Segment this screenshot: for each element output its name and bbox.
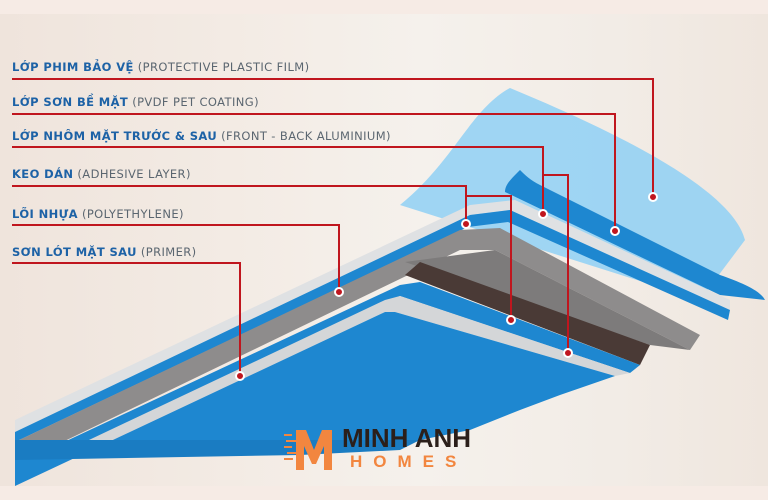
leader-adhesive bbox=[12, 185, 467, 223]
leader-coating bbox=[12, 113, 616, 230]
label-en: (POLYETHYLENE) bbox=[81, 207, 184, 221]
brand-logo: MINH ANH HOMES bbox=[284, 424, 524, 480]
label-pvdf-coating: LỚP SƠN BỀ MẶT(PVDF PET COATING) bbox=[12, 95, 259, 109]
bottom-band bbox=[0, 486, 768, 500]
label-vn: LỚP NHÔM MẶT TRƯỚC & SAU bbox=[12, 129, 218, 143]
label-vn: SƠN LÓT MẶT SAU bbox=[12, 245, 137, 259]
label-vn: LỚP PHIM BẢO VỆ bbox=[12, 60, 134, 74]
label-aluminium: LỚP NHÔM MẶT TRƯỚC & SAU(FRONT - BACK AL… bbox=[12, 129, 391, 143]
adhesive-layer bbox=[405, 262, 650, 365]
label-vn: LỚP SƠN BỀ MẶT bbox=[12, 95, 129, 109]
leader-core bbox=[12, 224, 340, 292]
back-aluminium-layer bbox=[15, 296, 630, 486]
label-en: (PROTECTIVE PLASTIC FILM) bbox=[137, 60, 310, 74]
label-en: (PRIMER) bbox=[140, 245, 197, 259]
leader-lines bbox=[12, 78, 654, 376]
label-vn: LÕI NHỰA bbox=[12, 207, 78, 221]
top-coating-layer bbox=[505, 170, 765, 300]
label-polyethylene: LÕI NHỰA(POLYETHYLENE) bbox=[12, 207, 184, 221]
label-en: (ADHESIVE LAYER) bbox=[77, 167, 191, 181]
logo-m-icon bbox=[284, 430, 332, 470]
label-adhesive: KEO DÁN(ADHESIVE LAYER) bbox=[12, 167, 191, 181]
label-vn: KEO DÁN bbox=[12, 167, 74, 181]
label-en: (FRONT - BACK ALUMINIUM) bbox=[221, 129, 391, 143]
lower-blue-strip bbox=[15, 282, 640, 475]
leader-film bbox=[12, 78, 654, 196]
label-primer: SƠN LÓT MẶT SAU(PRIMER) bbox=[12, 245, 197, 259]
logo-subtitle: HOMES bbox=[350, 452, 468, 471]
top-band bbox=[0, 0, 768, 14]
leader-adhesive-2 bbox=[466, 195, 512, 320]
primer-layer bbox=[15, 312, 615, 486]
label-en: (PVDF PET COATING) bbox=[132, 95, 259, 109]
leader-aluminium bbox=[12, 146, 544, 213]
leader-aluminium-back bbox=[543, 174, 569, 353]
label-protective-film: LỚP PHIM BẢO VỆ(PROTECTIVE PLASTIC FILM) bbox=[12, 60, 309, 74]
logo-title: MINH ANH bbox=[342, 423, 472, 453]
leader-primer bbox=[12, 262, 241, 376]
core-face bbox=[405, 250, 690, 350]
leader-dots bbox=[235, 192, 658, 381]
